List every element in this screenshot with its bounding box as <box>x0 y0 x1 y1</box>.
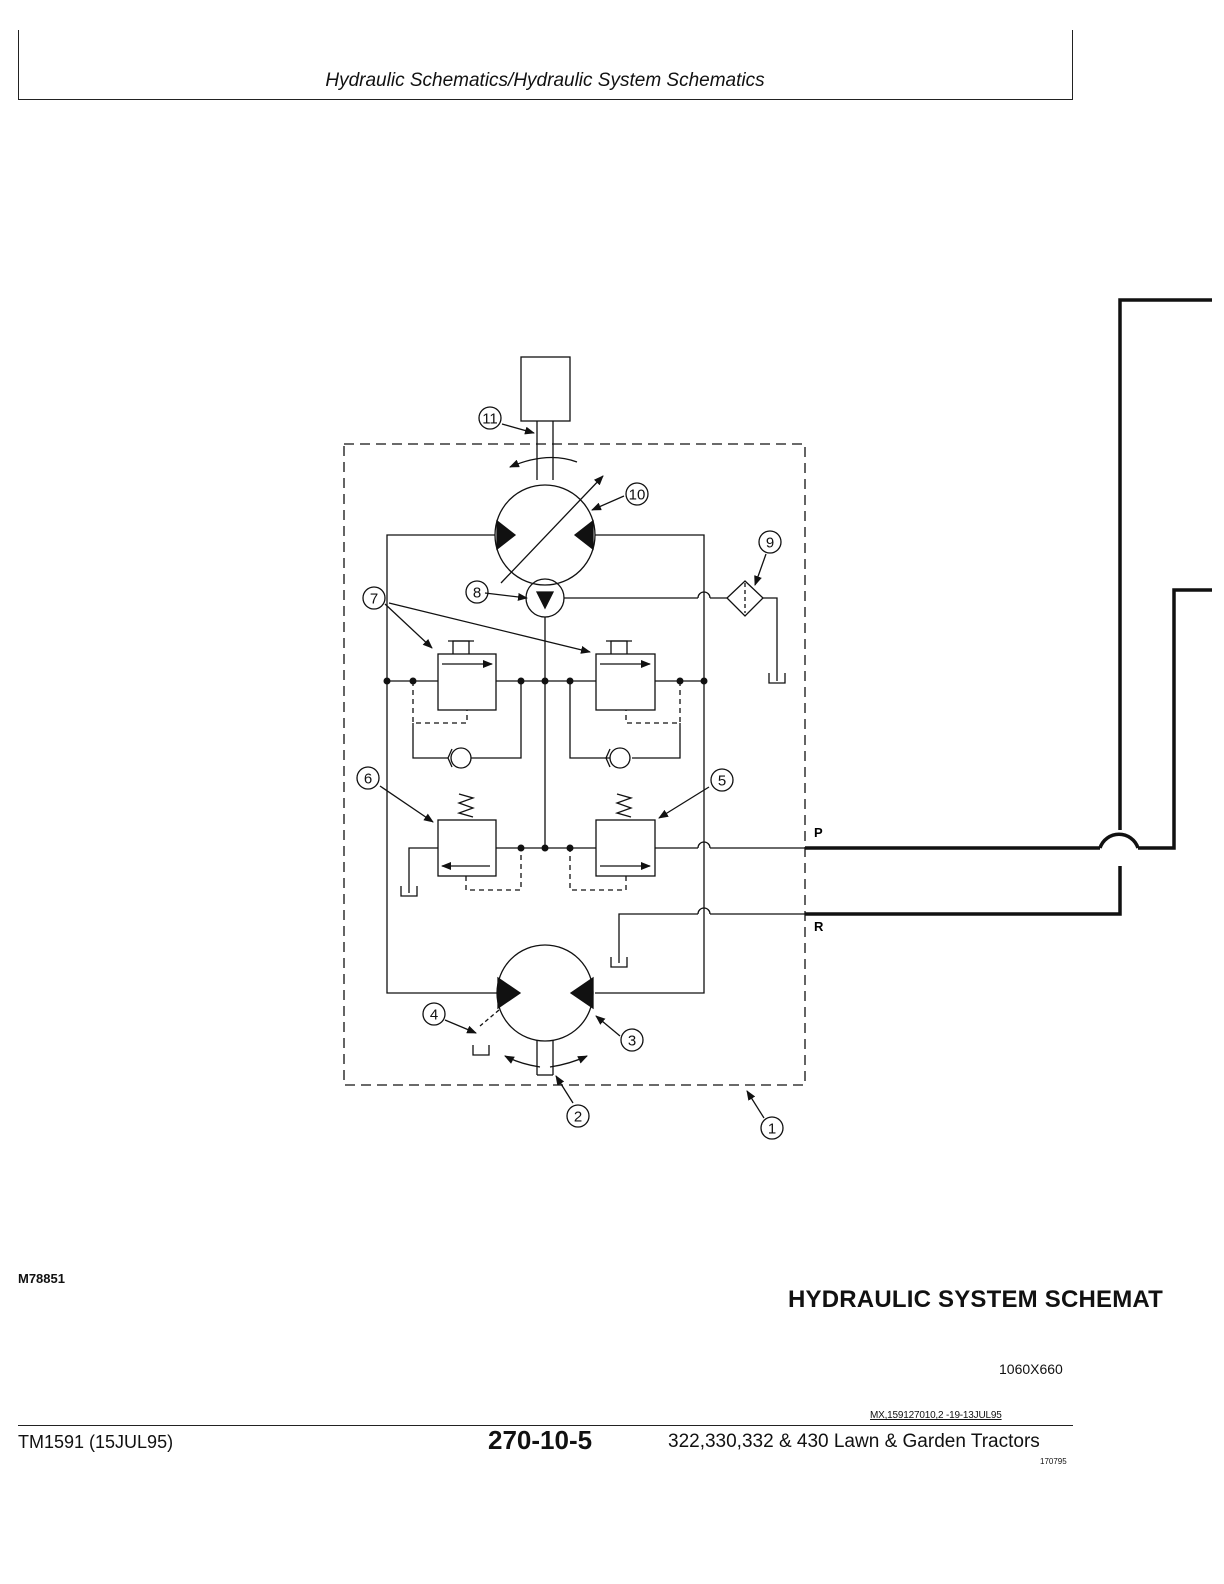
port-label-pressure: P <box>814 825 823 840</box>
manual-id: TM1591 (15JUL95) <box>18 1432 174 1452</box>
filter <box>726 580 764 617</box>
transmission-enclosure <box>343 443 806 1086</box>
callout-4: 4 <box>430 1007 438 1024</box>
header-rule-bottom <box>18 99 1073 100</box>
callout-2: 2 <box>574 1109 582 1126</box>
callout-9: 9 <box>766 535 774 552</box>
page-number: 270-10-5 <box>488 1425 593 1455</box>
callout-10: 10 <box>629 487 646 504</box>
callout-8: 8 <box>473 585 481 602</box>
callout-6: 6 <box>364 771 372 788</box>
callout-7: 7 <box>370 591 378 608</box>
footer-rule <box>18 1425 1073 1426</box>
port-label-return: R <box>814 919 824 934</box>
figure-caption: HYDRAULIC SYSTEM SCHEMAT <box>788 1286 1164 1313</box>
figure-size: 1060X660 <box>999 1361 1063 1377</box>
footer-code: MX,159127010,2 -19-13JUL95 <box>870 1410 1002 1421</box>
callout-3: 3 <box>628 1033 636 1050</box>
callout-circles <box>356 406 784 1140</box>
product-line: 322,330,332 & 430 Lawn & Garden Tractors <box>668 1431 1040 1452</box>
header-title: Hydraulic Schematics/Hydraulic System Sc… <box>325 70 765 91</box>
drive-shaft-housing <box>520 356 571 422</box>
callout-1: 1 <box>768 1121 776 1138</box>
header-rule-left <box>18 30 19 100</box>
header-rule-right <box>1072 30 1073 100</box>
callout-11: 11 <box>482 411 498 428</box>
print-code: 170795 <box>1040 1457 1067 1466</box>
figure-id: M78851 <box>18 1271 65 1286</box>
callout-5: 5 <box>718 773 726 790</box>
rotation-arrow-top <box>509 456 578 468</box>
